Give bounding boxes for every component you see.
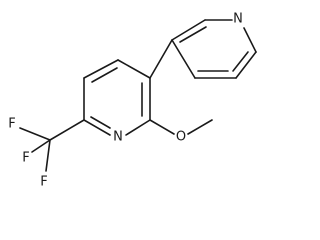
atom-n-ring: N [113, 130, 123, 145]
trifluoromethyl-group [19, 119, 85, 172]
bond-ring-low-1 [117, 59, 151, 79]
atom-o-methoxy: O [176, 130, 186, 145]
bond-c-f1 [19, 127, 51, 141]
bond-ring-low-4 [83, 119, 111, 136]
atom-f2: F [22, 151, 29, 166]
bond-ring-top-6 [171, 39, 196, 79]
bond-ring-cf3 [49, 119, 85, 141]
chemical-structure-diagram: N N O F F F [8, 12, 257, 190]
bond-ring-top-4 [235, 51, 257, 79]
methoxy-group [149, 119, 213, 135]
bond-c-f2 [31, 139, 51, 153]
bond-o-ch3 [187, 119, 213, 135]
bond-ring-top-3 [243, 27, 257, 53]
atom-f3: F [40, 175, 47, 190]
bond-ring-low-double-2 [91, 67, 118, 83]
atom-f1: F [8, 117, 15, 132]
bond-ring-low-5 [125, 119, 151, 136]
bond-ring-low-2 [83, 59, 119, 79]
lower-pyridine-ring [83, 59, 151, 136]
bond-c-f3 [45, 139, 51, 172]
bond-ring-top-double-1 [179, 26, 207, 43]
bond-ring-top-double-2 [232, 51, 249, 72]
top-pyridine-ring [171, 19, 257, 79]
atom-n-top: N [233, 12, 243, 27]
bond-c-o [149, 119, 175, 135]
bond-ring-low-double-3 [90, 116, 111, 129]
bond-biaryl [149, 39, 173, 79]
biaryl-bond [149, 39, 173, 79]
bond-ring-top-1 [171, 19, 206, 41]
